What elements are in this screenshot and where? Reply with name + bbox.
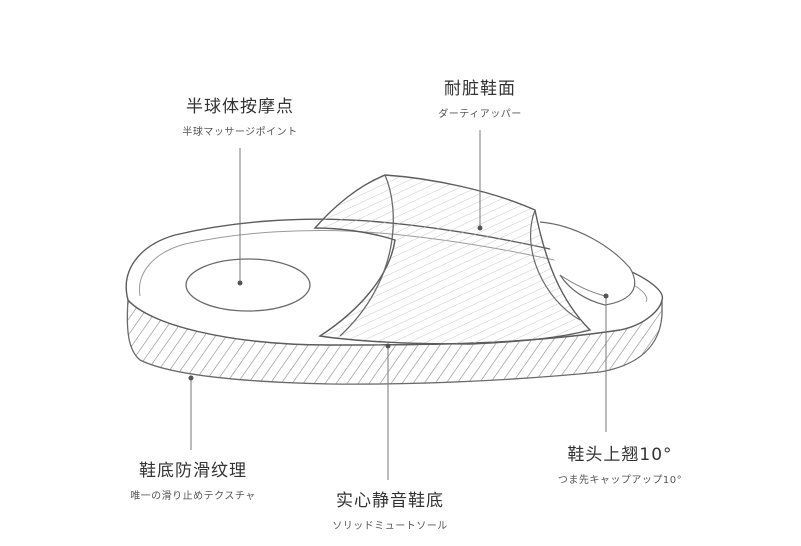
callout-subtitle: 唯一の滑り止めテクスチャ xyxy=(130,491,256,502)
callout-title: 实心静音鞋底 xyxy=(336,491,444,511)
callout-title: 鞋头上翘10° xyxy=(567,445,673,465)
callout-texture: 鞋底防滑纹理 唯一の滑り止めテクスチャ xyxy=(108,456,278,502)
callout-subtitle: ソリッドミュートソール xyxy=(332,521,448,532)
callout-subtitle: つま先キャップアップ10° xyxy=(557,475,683,486)
callout-title: 半球体按摩点 xyxy=(186,97,294,117)
callout-lines xyxy=(188,130,609,480)
massage-point-oval xyxy=(185,258,311,312)
callout-massage-point: 半球体按摩点 半球マッサージポイント xyxy=(165,92,315,138)
toe-curve xyxy=(559,274,606,297)
callout-title: 鞋底防滑纹理 xyxy=(139,461,247,481)
callout-toe-cap: 鞋头上翘10° つま先キャップアップ10° xyxy=(540,440,700,486)
callout-subtitle: ダーティアッパー xyxy=(438,109,522,120)
callout-sole: 实心静音鞋底 ソリッドミュートソール xyxy=(305,486,475,532)
callout-subtitle: 半球マッサージポイント xyxy=(182,127,298,138)
callout-upper: 耐脏鞋面 ダーティアッパー xyxy=(410,74,550,120)
callout-title: 耐脏鞋面 xyxy=(444,79,516,99)
upper-strap xyxy=(313,174,636,345)
